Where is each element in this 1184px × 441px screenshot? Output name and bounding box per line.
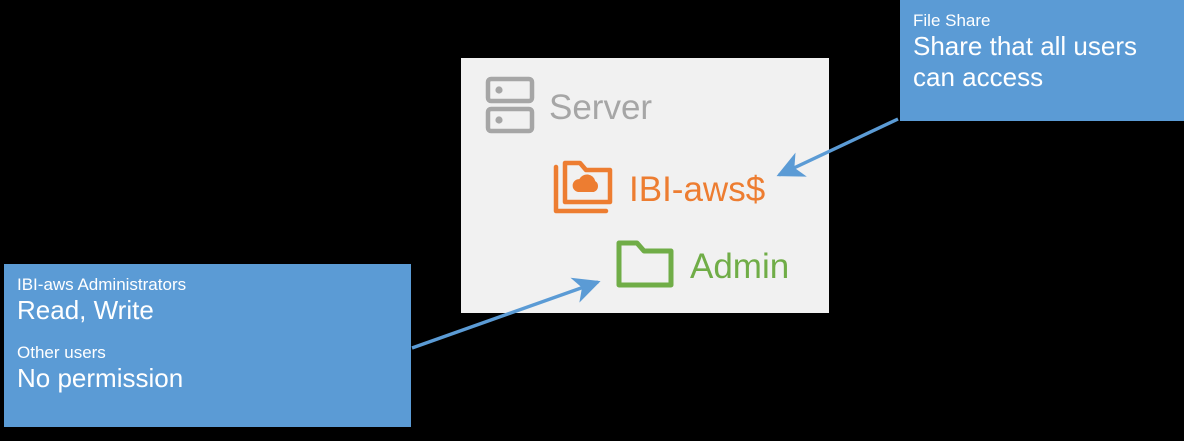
file-share-heading: File Share	[913, 11, 991, 30]
folder-icon	[616, 235, 676, 298]
permissions-callout[interactable]: IBI-aws Administrators Read, Write Other…	[4, 264, 411, 427]
cloud-folder-icon	[553, 158, 617, 221]
file-share-callout[interactable]: File Share Share that all users can acce…	[900, 0, 1184, 121]
node-label-file-share: IBI-aws$	[629, 170, 766, 209]
file-share-body-line2: can access	[913, 62, 1044, 92]
permissions-group1-value: Read, Write	[17, 295, 154, 325]
node-server[interactable]: Server	[485, 76, 652, 139]
file-share-body-line1: Share that all users	[913, 31, 1138, 61]
node-file-share[interactable]: IBI-aws$	[553, 158, 765, 221]
node-label-admin: Admin	[690, 247, 790, 286]
node-admin-folder[interactable]: Admin	[616, 235, 789, 298]
server-panel: Server IBI-aws$	[461, 58, 829, 313]
permissions-spacer	[17, 326, 411, 342]
server-icon	[485, 76, 535, 139]
node-label-server: Server	[549, 88, 653, 127]
permissions-group2-heading: Other users	[17, 343, 106, 362]
permissions-group2-value: No permission	[17, 363, 184, 393]
permissions-group1-heading: IBI-aws Administrators	[17, 275, 187, 294]
